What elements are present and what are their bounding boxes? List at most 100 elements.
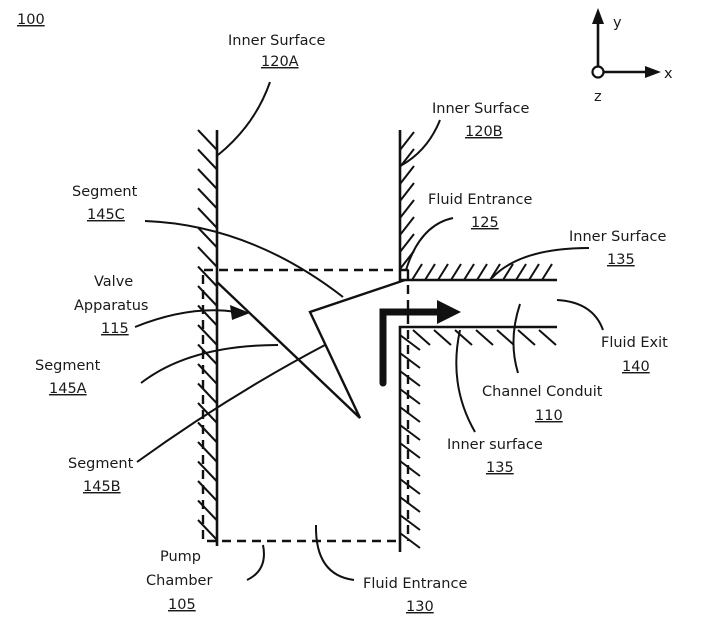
hatch-mark xyxy=(399,460,421,477)
leader-135-top xyxy=(491,247,590,279)
hatch-mark xyxy=(399,216,415,236)
callout-inner-surface-135-top: Inner Surface 135 xyxy=(569,229,666,268)
hatch-mark xyxy=(541,263,553,281)
svg-text:Channel Conduit: Channel Conduit xyxy=(482,384,603,400)
hatch-mark xyxy=(399,406,421,423)
callout-fluid-entrance-130: Fluid Entrance 130 xyxy=(363,576,467,615)
hatch-mark xyxy=(437,263,449,281)
hatch-mark xyxy=(411,263,423,281)
svg-text:105: 105 xyxy=(168,597,196,613)
hatch-mark xyxy=(412,329,431,346)
hatch-mark xyxy=(399,514,421,531)
right-wall-lower xyxy=(398,325,557,552)
hatch-mark xyxy=(463,263,475,281)
flow-arrowhead-icon xyxy=(437,300,461,324)
hatch-mark xyxy=(197,168,218,190)
hatch-mark xyxy=(197,441,218,463)
hatch-mark xyxy=(517,329,536,346)
hatch-mark xyxy=(197,129,218,151)
leader-135-bottom xyxy=(455,329,476,433)
hatch-mark xyxy=(515,263,527,281)
channel-top-wall xyxy=(400,263,557,282)
hatch-mark xyxy=(197,148,218,171)
hatch-mark xyxy=(197,304,218,327)
hatch-mark xyxy=(197,285,218,307)
hatch-mark xyxy=(399,199,415,219)
left-wall xyxy=(197,129,219,546)
hatch-mark xyxy=(399,478,421,495)
hatch-mark xyxy=(197,421,218,444)
svg-text:Fluid Exit: Fluid Exit xyxy=(601,335,668,351)
hatch-mark xyxy=(399,131,415,151)
callout-segment-145a: Segment 145A xyxy=(35,358,101,397)
leader-120a xyxy=(217,81,271,156)
svg-text:145C: 145C xyxy=(87,207,125,223)
hatch-mark xyxy=(476,263,488,281)
y-axis-label: y xyxy=(613,15,622,31)
hatch-mark xyxy=(475,329,494,346)
valve-apparatus xyxy=(216,278,406,419)
svg-text:Inner Surface: Inner Surface xyxy=(228,33,325,49)
svg-text:Inner surface: Inner surface xyxy=(447,437,543,453)
svg-text:Fluid Entrance: Fluid Entrance xyxy=(428,192,532,208)
svg-text:Inner Surface: Inner Surface xyxy=(432,101,529,117)
leader-115-arrowhead xyxy=(230,305,250,320)
hatch-mark xyxy=(454,329,473,346)
svg-text:135: 135 xyxy=(486,460,514,476)
svg-text:Fluid Entrance: Fluid Entrance xyxy=(363,576,467,592)
hatch-mark xyxy=(399,532,421,549)
hatch-mark xyxy=(424,263,436,281)
svg-text:120B: 120B xyxy=(465,124,503,140)
callout-inner-surface-120a: Inner Surface 120A xyxy=(228,33,325,70)
hatch-mark xyxy=(197,382,218,405)
callout-fluid-entrance-125: Fluid Entrance 125 xyxy=(428,192,532,231)
x-axis-arrowhead xyxy=(645,66,661,78)
hatch-mark xyxy=(399,352,421,369)
svg-text:Segment: Segment xyxy=(68,456,134,472)
svg-text:140: 140 xyxy=(622,359,650,375)
hatch-mark xyxy=(399,233,415,253)
x-axis-label: x xyxy=(664,66,673,82)
coordinate-axes: y x z xyxy=(591,8,673,105)
hatch-mark xyxy=(197,460,218,483)
svg-text:120A: 120A xyxy=(261,54,299,70)
hatch-mark xyxy=(197,480,218,502)
callout-valve-apparatus-115: Valve Apparatus 115 xyxy=(74,274,149,337)
svg-text:Chamber: Chamber xyxy=(146,573,212,589)
hatch-mark xyxy=(496,329,515,346)
hatch-mark xyxy=(502,263,514,281)
svg-text:135: 135 xyxy=(607,252,635,268)
hatch-mark xyxy=(197,519,218,541)
leader-140 xyxy=(556,299,604,331)
hatch-mark xyxy=(399,182,415,202)
svg-text:Segment: Segment xyxy=(72,184,138,200)
z-axis-label: z xyxy=(594,89,602,105)
hatch-mark xyxy=(538,329,557,346)
hatch-mark xyxy=(197,499,218,522)
leader-115 xyxy=(134,309,237,328)
hatch-mark xyxy=(197,187,218,210)
hatch-mark xyxy=(450,263,462,281)
hatch-mark xyxy=(433,329,452,346)
svg-text:Segment: Segment xyxy=(35,358,101,374)
hatch-mark xyxy=(399,442,421,459)
hatch-mark xyxy=(399,388,421,405)
hatch-mark xyxy=(399,165,415,185)
hatch-mark xyxy=(197,363,218,385)
leader-145a xyxy=(140,344,279,384)
svg-text:Apparatus: Apparatus xyxy=(74,298,149,314)
flow-arrow xyxy=(379,300,461,387)
callout-channel-conduit-110: Channel Conduit 110 xyxy=(482,384,603,424)
hatch-mark xyxy=(197,226,218,249)
hatch-mark xyxy=(197,207,218,229)
hatch-mark xyxy=(197,246,218,268)
callout-segment-145b: Segment 145B xyxy=(68,456,134,495)
y-axis-arrowhead xyxy=(592,8,604,24)
leader-120b xyxy=(401,119,441,166)
svg-text:Valve: Valve xyxy=(94,274,133,290)
callout-segment-145c: Segment 145C xyxy=(72,184,138,223)
svg-text:115: 115 xyxy=(101,321,129,337)
hatch-mark xyxy=(197,265,218,288)
svg-text:145B: 145B xyxy=(83,479,121,495)
